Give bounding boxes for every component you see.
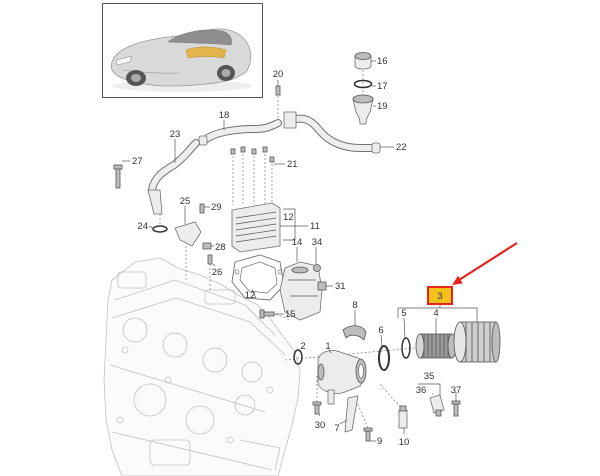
headlight [115,55,133,66]
callout-24[interactable]: 24 [137,221,148,232]
callout-27[interactable]: 27 [132,156,143,167]
arrow-shaft [458,242,518,281]
part-16-cap [354,52,372,70]
part-36-sensor [429,394,445,417]
part-25-bracket [174,221,202,247]
part-1-coolant-housing [317,350,367,405]
part-7-bracket [344,395,359,433]
car-body-line [121,69,181,74]
part-10-sensor [398,405,408,429]
leader-lines [122,60,478,442]
callout-11[interactable]: 11 [310,221,320,232]
part-37-bolt [451,400,461,417]
part-24-seal-ring [152,225,168,233]
part-31-plug [317,281,327,291]
callout-19[interactable]: 19 [377,101,388,112]
part-34-fitting [313,264,321,272]
callout-23[interactable]: 23 [170,129,181,140]
callout-26[interactable]: 26 [212,267,223,278]
callout-3-border [427,286,453,305]
callout-28[interactable]: 28 [215,242,226,253]
part-8-cover [342,325,367,341]
callout-3-highlight[interactable]: 3 [427,286,453,305]
part-29-bolt [199,203,205,214]
callout-5[interactable]: 5 [401,308,406,319]
part-9-screw [363,427,373,442]
car-cabin [167,29,232,46]
callout-21[interactable]: 21 [287,159,298,170]
callout-9[interactable]: 9 [377,436,382,447]
callout-29[interactable]: 29 [211,202,222,213]
part-5-seal-ring [401,337,411,359]
callout-6[interactable]: 6 [378,325,383,336]
callout-25[interactable]: 25 [180,196,191,207]
part-28-clip [202,242,212,250]
part-22-hose [283,111,381,154]
rear-rim [221,69,231,77]
callout-35[interactable]: 35 [424,371,435,382]
front-rim [131,74,141,82]
part-27-bolt [113,164,123,189]
callout-31[interactable]: 31 [335,281,346,292]
engine-highlight [185,46,227,59]
callout-16[interactable]: 16 [377,56,388,67]
arrow-head [452,275,463,285]
car-thumbnail[interactable] [102,3,263,98]
callout-10[interactable]: 10 [399,437,410,448]
part-4-filter-element [415,333,457,359]
callout-30[interactable]: 30 [315,420,326,431]
callout-7[interactable]: 7 [334,423,339,434]
callout-2[interactable]: 2 [300,341,305,352]
part-11-heat-exchanger [231,202,281,253]
callout-37[interactable]: 37 [451,385,462,396]
part-20-bolt [275,85,281,96]
callout-18[interactable]: 18 [219,110,230,121]
part-30-bolt [312,401,322,415]
part-18-hose [198,119,282,146]
part-6-seal-ring [378,345,390,371]
part-2-seal-ring [293,349,303,365]
part-23-hose [147,139,200,215]
red-arrow-icon [452,242,518,285]
part-14-filter-housing [279,261,323,321]
callout-36[interactable]: 36 [416,385,427,396]
callout-8[interactable]: 8 [352,300,357,311]
callout-34[interactable]: 34 [312,237,323,248]
callout-17[interactable]: 17 [377,81,388,92]
callout-4[interactable]: 4 [433,308,438,319]
callout-12-exchanger[interactable]: 12 [283,212,294,223]
part-12-gasket [231,254,285,301]
callout-12-gasket[interactable]: 12 [245,290,256,301]
callout-22[interactable]: 22 [396,142,407,153]
exploded-axis-lines [159,70,501,429]
part-17-seal-ring [353,79,373,89]
callout-3[interactable]: 3 [437,291,442,302]
callout-15[interactable]: 15 [285,309,296,320]
callout-20[interactable]: 20 [273,69,284,80]
part-3-filter-cap [453,321,501,363]
engine-block [103,257,301,476]
part-26-bolt [207,254,213,265]
part-19-filler-neck [352,94,374,125]
callout-1[interactable]: 1 [325,341,330,352]
part-21-bolts [230,146,275,163]
callout-14[interactable]: 14 [292,237,303,248]
